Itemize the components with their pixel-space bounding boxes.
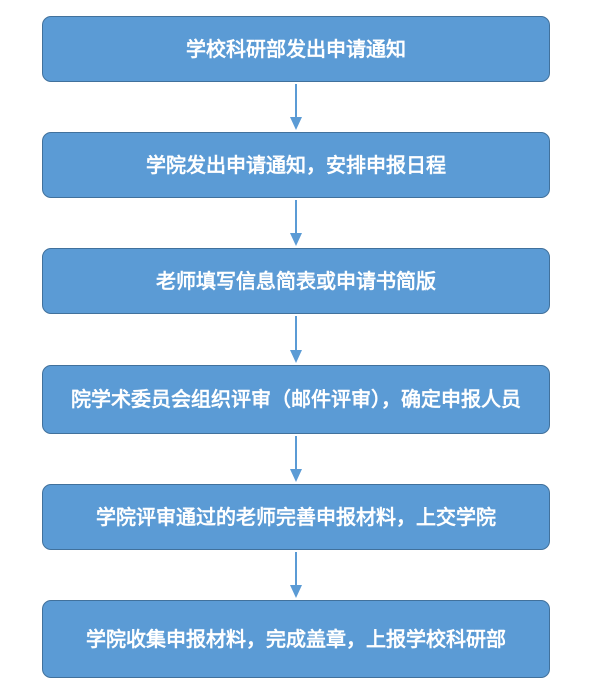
step-1-label: 学校科研部发出申请通知 xyxy=(186,36,406,61)
step-6-box: 学院收集申报材料，完成盖章，上报学校科研部 xyxy=(42,600,550,678)
arrow-1-to-2-icon xyxy=(288,84,304,130)
step-2-label: 学院发出申请通知，安排申报日程 xyxy=(146,152,446,177)
step-3-label: 老师填写信息简表或申请书简版 xyxy=(156,268,436,293)
step-4-box: 院学术委员会组织评审（邮件评审），确定申报人员 xyxy=(42,365,550,434)
step-5-box: 学院评审通过的老师完善申报材料，上交学院 xyxy=(42,484,550,550)
step-4-label: 院学术委员会组织评审（邮件评审），确定申报人员 xyxy=(71,387,521,411)
arrow-2-to-3-icon xyxy=(288,200,304,246)
arrow-3-to-4-icon xyxy=(288,316,304,363)
step-1-box: 学校科研部发出申请通知 xyxy=(42,16,550,82)
step-6-label: 学院收集申报材料，完成盖章，上报学校科研部 xyxy=(86,626,506,651)
step-2-box: 学院发出申请通知，安排申报日程 xyxy=(42,132,550,198)
arrow-4-to-5-icon xyxy=(288,436,304,482)
arrow-5-to-6-icon xyxy=(288,552,304,598)
step-5-label: 学院评审通过的老师完善申报材料，上交学院 xyxy=(96,504,496,529)
step-3-box: 老师填写信息简表或申请书简版 xyxy=(42,248,550,314)
